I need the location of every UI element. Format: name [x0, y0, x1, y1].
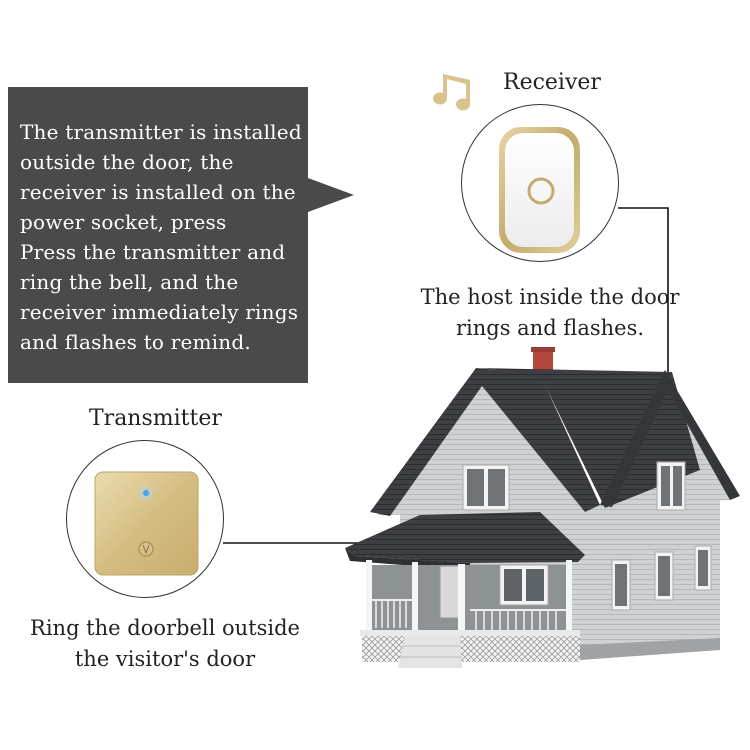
- transmitter-caption: Ring the doorbell outside the visitor's …: [25, 613, 305, 675]
- receiver-caption: The host inside the door rings and flash…: [405, 282, 695, 344]
- music-note-icon: [433, 70, 471, 111]
- house-illustration: [345, 347, 740, 668]
- transmitter-caption-line2: the visitor's door: [74, 647, 256, 671]
- receiver-device: [499, 127, 580, 253]
- receiver-title: Receiver: [503, 70, 601, 95]
- callout-text: The transmitter is installed outside the…: [20, 120, 302, 354]
- callout-pointer: [308, 178, 354, 212]
- transmitter-caption-line1: Ring the doorbell outside: [30, 616, 300, 640]
- transmitter-device: [94, 471, 199, 576]
- receiver-caption-line2: rings and flashes.: [455, 316, 645, 340]
- description-callout: [8, 87, 308, 383]
- receiver-caption-line1: The host inside the door: [420, 285, 680, 309]
- transmitter-title: Transmitter: [89, 406, 222, 431]
